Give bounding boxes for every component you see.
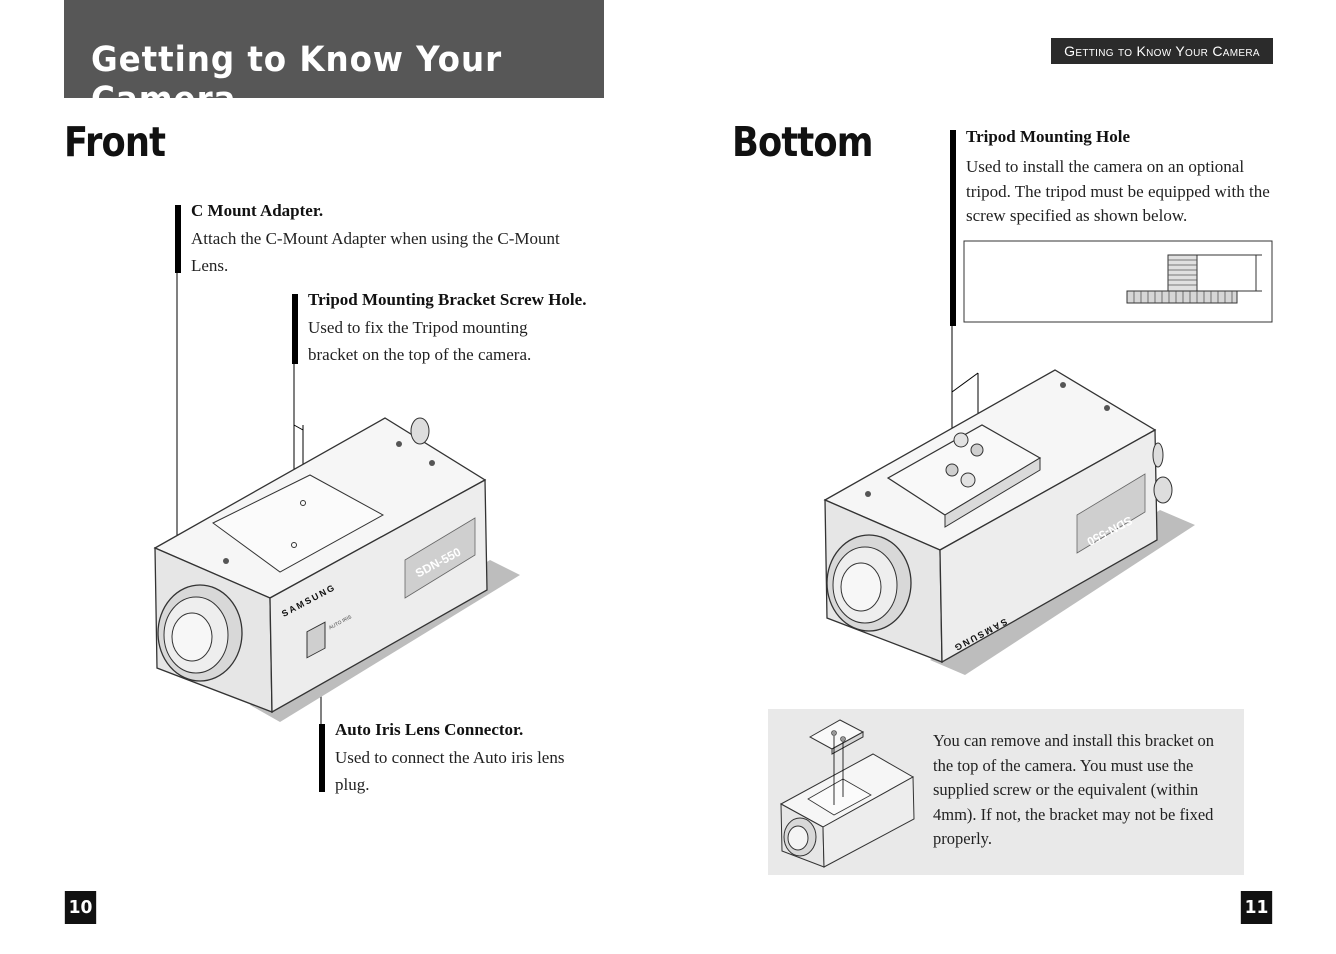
callout-bar	[175, 205, 181, 273]
callout-text-bracket-screw: Used to fix the Tripod mounting bracket …	[308, 318, 532, 364]
callout-bar	[292, 294, 298, 364]
running-head: Getting to Know Your Camera	[1051, 38, 1273, 64]
bracket-note-text: You can remove and install this bracket …	[933, 731, 1215, 848]
bracket-note-box: You can remove and install this bracket …	[768, 709, 1244, 875]
callout-text-c-mount: Attach the C-Mount Adapter when using th…	[191, 229, 560, 275]
callout-title-c-mount: C Mount Adapter.	[191, 201, 324, 220]
callout-title-auto-iris: Auto Iris Lens Connector.	[335, 720, 524, 739]
section-title-bottom: Bottom	[732, 118, 873, 166]
callout-bar	[319, 724, 325, 792]
chapter-title: Getting to Know Your Camera	[91, 40, 503, 120]
page-number-left: 10	[64, 891, 97, 924]
section-title-front: Front	[64, 118, 166, 166]
page-number-right: 11	[1240, 891, 1273, 924]
callout-title-bracket-screw: Tripod Mounting Bracket Screw Hole.	[308, 290, 587, 309]
chapter-header-band: Getting to Know Your Camera	[64, 0, 604, 120]
callout-title-tripod-hole: Tripod Mounting Hole	[966, 127, 1131, 146]
callout-text-auto-iris: Used to connect the Auto iris lens plug.	[335, 748, 565, 794]
bracket-install-illustration	[779, 719, 915, 868]
callout-text-tripod-hole: Used to install the camera on an optiona…	[966, 157, 1270, 225]
callout-bar	[950, 130, 956, 326]
